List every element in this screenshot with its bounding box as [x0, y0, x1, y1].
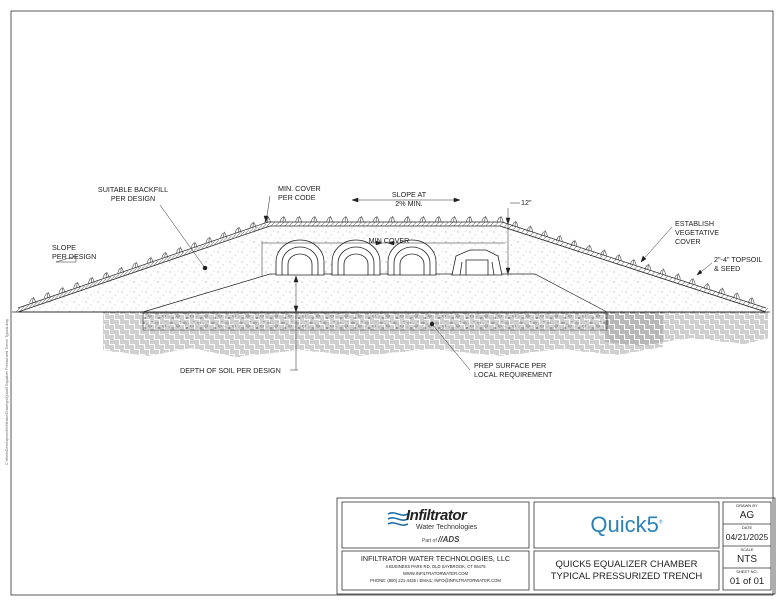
grass-tuft	[450, 215, 458, 223]
grass-tuft	[220, 231, 227, 238]
grass-tuft	[161, 251, 169, 258]
grass-tuft	[310, 215, 318, 223]
chamber-endcap	[451, 249, 503, 276]
product-logo-cell: Quick5®	[534, 502, 719, 548]
grass-tuft	[295, 215, 302, 223]
ads-logo: //ADS	[438, 535, 460, 544]
gravel-base	[142, 312, 608, 331]
scale-label: SCALE	[740, 547, 754, 552]
drawn-by-value: AG	[739, 510, 755, 521]
grass-tuft	[146, 256, 154, 263]
grass-tuft	[176, 246, 183, 253]
quick5-logo: Quick5®	[590, 512, 663, 537]
company-contact: PHONE: (800) 221-4436 / EMAIL: INFO@INFI…	[370, 578, 501, 583]
logo-name: Infiltrator	[406, 507, 467, 524]
grass-tuft	[496, 215, 504, 223]
grass-tuft	[644, 263, 652, 270]
grass-tuft	[44, 291, 51, 299]
grass-tuft	[388, 215, 395, 223]
grass-tuft	[465, 215, 473, 223]
grass-tuft	[357, 215, 364, 223]
grass-tuft	[88, 276, 95, 284]
grass-tuft	[372, 215, 380, 223]
sheet-value: 01 of 01	[729, 576, 765, 587]
date-label: DATE	[741, 525, 753, 530]
grass-tuft	[117, 266, 125, 273]
grass-tuft	[541, 230, 548, 237]
grass-tuft	[688, 277, 696, 285]
native-soil-right	[605, 312, 768, 346]
grass-tuft	[341, 215, 349, 223]
company-web: WWW.INFILTRATORWATER.COM	[402, 571, 469, 576]
grass-tuft	[585, 244, 593, 251]
company-info-cell: INFILTRATOR WATER TECHNOLOGIES, LLC 4 BU…	[342, 551, 529, 590]
grass-tuft	[419, 215, 426, 223]
label-slope-per-design: SLOPE PER DESIGN	[52, 243, 97, 261]
grass-tuft	[326, 215, 333, 223]
dimension-lines	[55, 195, 713, 371]
topsoil-layer	[17, 221, 767, 309]
grass-tuft	[73, 281, 81, 289]
grass-tuft	[570, 239, 578, 247]
grass-tuft	[279, 215, 287, 223]
grass-tuft	[205, 236, 213, 243]
grass-tuft	[190, 241, 198, 248]
label-min-cover-code: MIN. COVER PER CODE	[278, 184, 321, 202]
grass-tufts	[29, 215, 755, 304]
grass-tuft	[511, 220, 519, 227]
company-address: 4 BUSINESS PARK RD, OLD SAYBROOK, CT 064…	[385, 564, 486, 569]
label-depth-of-soil: DEPTH OF SOIL PER DESIGN	[180, 366, 281, 375]
label-dim-12: 12"	[521, 198, 532, 207]
scale-value: NTS	[737, 554, 757, 565]
grass-tuft	[249, 221, 257, 228]
chambers	[275, 239, 503, 276]
topsoil-hatch	[15, 221, 769, 313]
label-vegetative-cover: ESTABLISH VEGETATIVE COVER	[675, 219, 720, 246]
grass-tuft	[234, 226, 242, 233]
chamber-1	[275, 239, 325, 276]
sheet-info-cell: DRAWN BY AG DATE 04/21/2025 SCALE NTS SH…	[723, 502, 771, 590]
grass-tuft	[747, 297, 755, 304]
grass-tuft	[556, 235, 563, 242]
grass-tuft	[403, 215, 411, 223]
title-line-2: TYPICAL PRESSURIZED TRENCH	[550, 571, 703, 582]
grass-tuft	[481, 215, 489, 223]
grass-tuft	[629, 258, 637, 266]
grass-tuft	[58, 286, 66, 294]
grass-tuft	[615, 254, 622, 261]
label-topsoil: 2"-4" TOPSOIL & SEED	[714, 255, 763, 273]
grass-tuft	[29, 296, 36, 304]
chamber-2	[331, 239, 381, 276]
grass-tuft	[526, 225, 534, 232]
grass-tuft	[434, 215, 442, 223]
drawing-title-cell: QUICK5 EQUALIZER CHAMBER TYPICAL PRESSUR…	[534, 551, 719, 590]
title-block-frame	[336, 497, 776, 595]
grass-tuft	[132, 261, 139, 268]
logo-sub: Water Technologies	[416, 524, 478, 531]
label-min-cover: MIN COVER	[368, 236, 410, 245]
grass-tuft	[600, 249, 607, 256]
drawn-by-label: DRAWN BY	[736, 503, 758, 508]
file-path-note: C:\Work\Development\Infiltrator\Drawings…	[5, 319, 9, 465]
title-line-1: QUICK5 EQUALIZER CHAMBER	[555, 559, 698, 570]
sheet-label: SHEET NO.	[736, 569, 758, 574]
date-value: 04/21/2025	[725, 532, 769, 542]
sheet-border	[10, 10, 774, 596]
chamber-3	[387, 239, 437, 276]
grass-tuft	[703, 282, 711, 289]
grass-tuft	[733, 292, 740, 299]
grass-tuft	[102, 271, 110, 279]
company-logo-cell: Infiltrator Water Technologies Part of /…	[342, 502, 529, 548]
grass-tuft	[718, 287, 725, 294]
company-name: INFILTRATOR WATER TECHNOLOGIES, LLC	[360, 554, 511, 563]
label-slope-2pct: SLOPE AT 2% MIN.	[391, 190, 427, 208]
label-suitable-backfill: SUITABLE BACKFILL PER DESIGN	[97, 185, 169, 203]
grass-tuft	[659, 268, 666, 275]
logo-partof: Part of //ADS	[422, 535, 460, 544]
infiltrator-logo-mark	[387, 512, 409, 526]
label-prep-surface: PREP SURFACE PER LOCAL REQUIREMENT	[474, 361, 553, 379]
grass-tuft	[674, 273, 681, 280]
